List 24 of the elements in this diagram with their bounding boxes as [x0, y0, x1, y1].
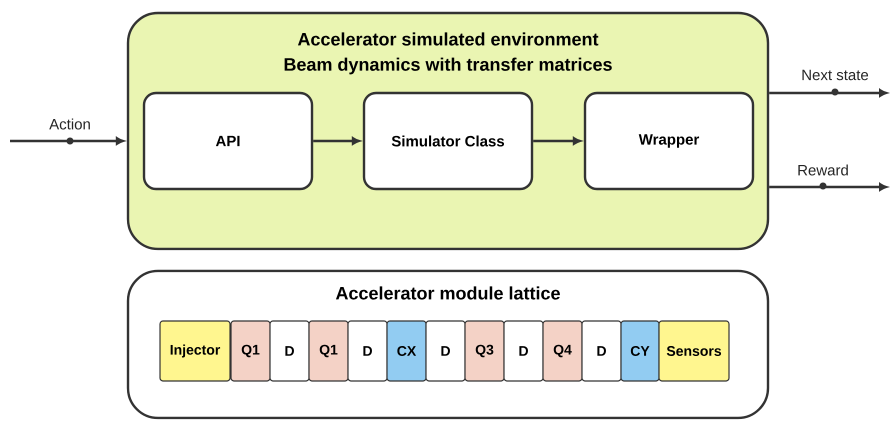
lattice-element: Q4 — [542, 320, 583, 382]
edge-label: Action — [49, 118, 90, 130]
arrow — [533, 137, 582, 145]
lattice-element: Q1 — [308, 320, 349, 382]
edge-label: Reward — [798, 164, 848, 176]
arrow — [313, 137, 360, 145]
process-box: Wrapper — [584, 92, 754, 190]
arrow — [769, 182, 888, 191]
lattice-element: Sensors — [658, 320, 730, 382]
process-box: Simulator Class — [362, 92, 534, 190]
lattice-element: D — [581, 320, 622, 382]
lattice-element: CX — [386, 320, 427, 382]
lattice-element: CY — [620, 320, 660, 382]
lattice-element: D — [425, 320, 466, 382]
lattice-element: D — [503, 320, 544, 382]
lattice-element: D — [269, 320, 310, 382]
edge-label: Next state — [802, 70, 868, 80]
lattice-element: Injector — [159, 320, 231, 382]
arrow — [769, 88, 888, 97]
lattice-element: Q3 — [464, 320, 505, 382]
arrow — [10, 137, 124, 145]
lattice-element: D — [347, 320, 388, 382]
lattice-element: Q1 — [230, 320, 271, 382]
process-box: API — [142, 92, 314, 190]
